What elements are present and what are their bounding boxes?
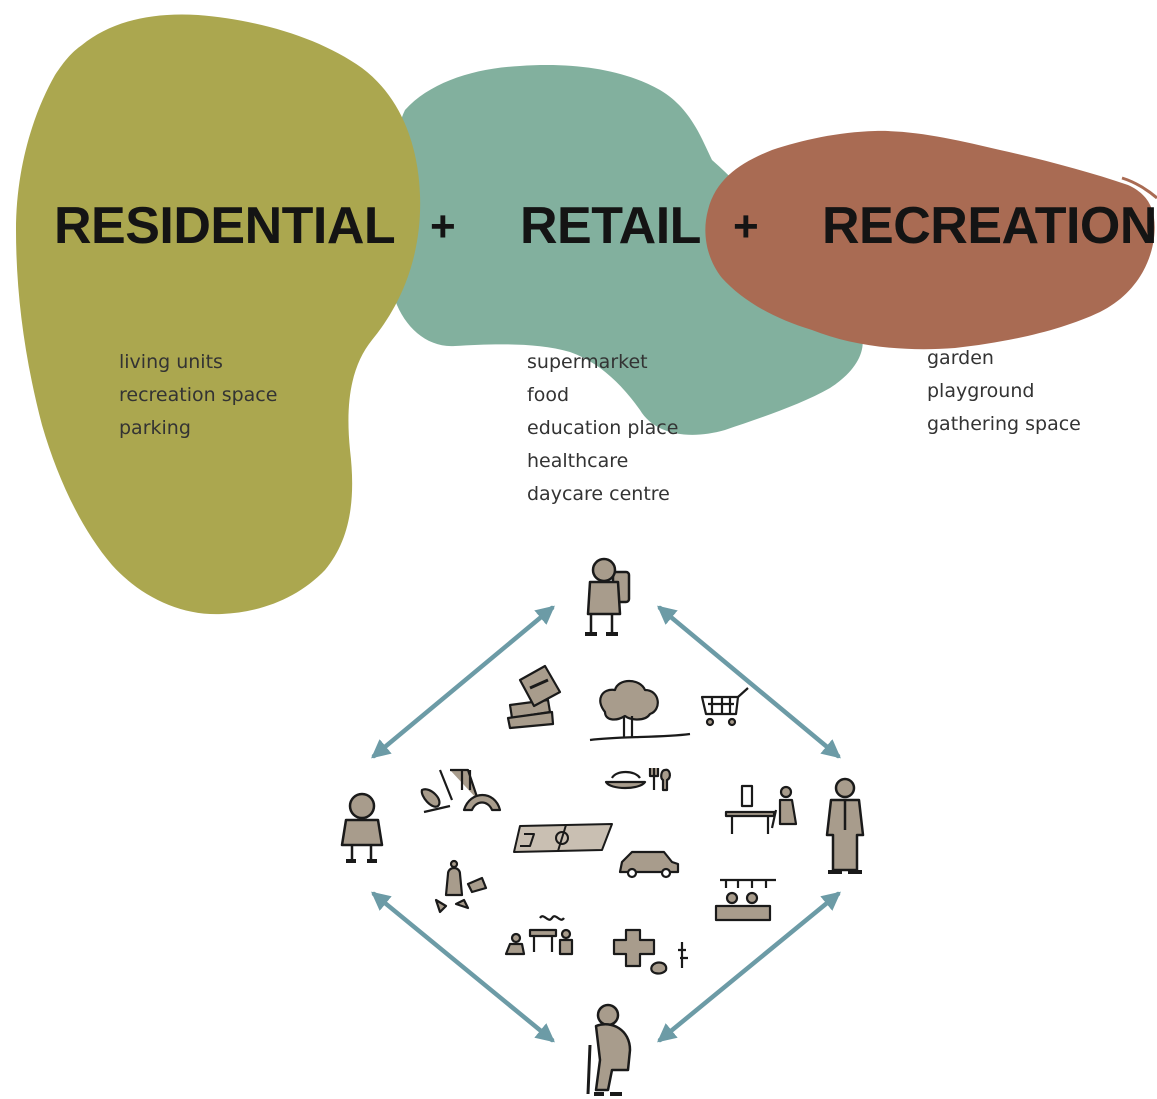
gathering-icon xyxy=(504,915,574,956)
arrow-top-left xyxy=(371,605,555,759)
sports-field-icon xyxy=(513,823,613,853)
retail-title: RETAIL xyxy=(520,197,701,255)
list-item: healthcare xyxy=(527,450,629,472)
list-item: playground xyxy=(927,380,1035,402)
residential-blob xyxy=(16,14,421,615)
backpacker-icon xyxy=(585,557,631,636)
market-stall-icon xyxy=(714,878,776,922)
residential-title: RESIDENTIAL xyxy=(54,197,396,255)
meal-icon xyxy=(604,768,671,792)
list-item: daycare centre xyxy=(527,483,670,505)
elderly-person-icon xyxy=(586,1003,632,1096)
list-item: food xyxy=(527,384,569,406)
books-icon xyxy=(506,664,562,730)
recreation-list: garden playground gathering space xyxy=(927,342,1081,441)
arrow-top-right xyxy=(657,605,841,759)
shopping-cart-icon xyxy=(700,687,749,727)
recreation-blob xyxy=(705,130,1155,350)
retail-blob xyxy=(387,65,863,435)
playground-icon xyxy=(420,768,502,814)
list-item: recreation space xyxy=(119,384,278,406)
arrow-bottom-left xyxy=(371,891,555,1043)
toys-icon xyxy=(434,859,488,914)
list-item: garden xyxy=(927,347,994,369)
tree-icon xyxy=(589,679,691,742)
list-item: supermarket xyxy=(527,351,648,373)
retail-list: supermarket food education place healthc… xyxy=(527,346,678,511)
list-item: living units xyxy=(119,351,223,373)
residential-list: living units recreation space parking xyxy=(119,346,277,445)
healthcare-icon xyxy=(612,928,688,975)
connection-arrows xyxy=(371,605,841,1043)
office-worker-icon xyxy=(724,784,798,834)
list-item: parking xyxy=(119,417,191,439)
list-item: gathering space xyxy=(927,413,1081,435)
recreation-blob-tail xyxy=(1121,176,1157,200)
businessman-icon xyxy=(825,777,865,874)
child-icon xyxy=(340,792,384,863)
plus-sign-1: + xyxy=(430,202,456,251)
plus-sign-2: + xyxy=(733,202,759,251)
arrow-bottom-right xyxy=(657,891,841,1043)
car-icon xyxy=(618,850,680,879)
list-item: education place xyxy=(527,417,679,439)
recreation-title: RECREATION xyxy=(822,197,1157,255)
